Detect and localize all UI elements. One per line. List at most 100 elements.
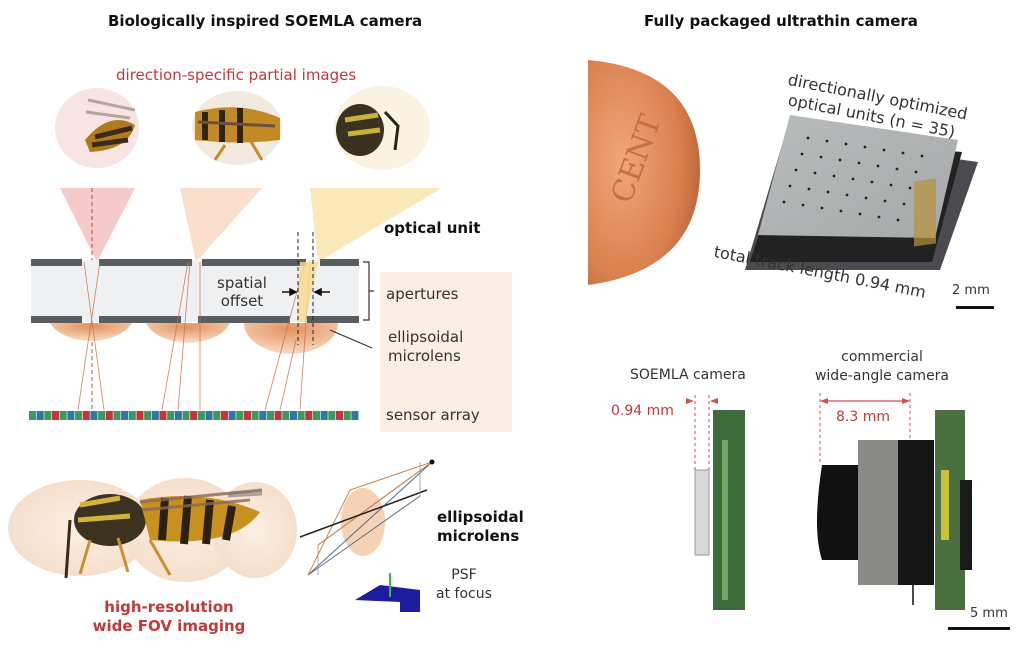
sensor-pixel [259,411,267,420]
partial-image-2 [192,91,282,165]
soemla-thickness: 0.94 mm [611,403,674,419]
partial-images-label: direction-specific partial images [116,66,357,84]
optical-unit-dot [895,167,899,171]
optical-unit-dot [806,136,810,140]
optical-unit-label: optical unit [384,219,481,237]
sensor-pixel [136,411,144,420]
optical-unit-dot [876,164,880,168]
optical-unit-dot [838,158,842,162]
optical-unit-dot [908,186,912,190]
ray-lines [77,261,311,411]
optical-unit-dot [813,171,817,175]
sensor-pixel [351,411,359,420]
sensor-pixel [328,411,336,420]
soemla-dim-arrows [686,398,718,404]
optical-unit-dot [826,190,830,194]
optical-unit-dots [782,136,924,222]
optical-unit-dot [889,183,893,187]
sensor-pixel [82,411,90,420]
optical-unit-bracket [363,261,374,321]
soemla-side-photo [694,410,745,610]
sensor-pixel [213,411,221,420]
sensor-pixel [251,411,259,420]
optical-unit-dot [864,196,868,200]
psf-plot [355,573,420,612]
optical-unit-dot [788,184,792,188]
psf-label-1: PSF [451,567,477,583]
optical-unit-dot [896,218,900,222]
sensor-pixel [159,411,167,420]
sensor-pixel [236,411,244,420]
sensor-pixel [274,411,282,420]
sensor-pixel [174,411,182,420]
optical-unit-dot [807,187,811,191]
sensor-pixel [190,411,198,420]
optical-unit-dot [857,161,861,165]
commercial-thickness: 8.3 mm [836,409,890,425]
sensor-pixel [105,411,113,420]
microlens-label-2: microlens [388,347,461,365]
optical-unit-dot [858,212,862,216]
result-label-1: high-resolution [104,598,234,616]
soemla-dim-lines [694,395,710,470]
commercial-label-1: commercial [841,349,923,365]
partial-image-1 [55,88,139,168]
commercial-dim-arrow [820,398,910,404]
commercial-side-photo [817,410,972,610]
sensor-pixel [320,411,328,420]
sensor-pixel [44,411,52,420]
sensor-pixel [128,411,136,420]
sensor-pixel [289,411,298,420]
composite-wasp-image [8,478,297,582]
top-aperture-layer [31,259,359,266]
soemla-camera-label: SOEMLA camera [630,367,746,383]
sensor-pixel [243,411,251,420]
scale-bar-top [956,306,994,309]
label-panel [380,272,512,432]
optical-unit-dot [870,180,874,184]
commercial-dim-lines [819,393,911,465]
penny-coin: CENT [588,60,700,285]
sensor-pixel [52,411,60,420]
sensor-pixel [36,411,44,420]
sensor-pixel [59,411,67,420]
optical-unit-dot [800,152,804,156]
sensor-pixel [335,411,344,420]
sensor-array [29,411,359,420]
partial-image-3 [334,86,430,170]
optical-unit-dot [920,154,924,158]
sensor-pixel [167,411,175,420]
inset-microlens-label-2: microlens [437,527,520,545]
bottom-aperture-layer [31,316,359,323]
sensor-pixel [29,411,37,420]
sensor-pixel [205,411,213,420]
offset-arrows [282,287,330,297]
optical-unit-dot [914,170,918,174]
camera-chip [745,115,978,270]
sensor-pixel [220,411,228,420]
sensor-pixel [182,411,190,420]
optical-unit-dot [863,145,867,149]
microlens-2 [146,323,230,343]
optical-unit-dot [801,203,805,207]
microlens-leader [329,329,373,349]
inset-microlens-label-1: ellipsoidal [437,508,524,526]
optical-unit-dot [883,199,887,203]
sensor-pixel [90,411,98,420]
sensor-pixel [343,411,351,420]
sensor-pixel [75,411,83,420]
inset-microlens-schematic [299,459,435,576]
optical-unit-dot [877,215,881,219]
light-cone-3 [310,188,442,262]
microlens-3 [244,323,338,354]
right-panel-title: Fully packaged ultrathin camera [644,12,918,30]
optical-unit-dot [902,202,906,206]
result-label-2: wide FOV imaging [92,617,246,635]
optical-unit-dot [851,177,855,181]
sensor-pixel [67,411,75,420]
sensor-pixel [297,411,305,420]
spatial-offset-label-2: offset [220,292,264,310]
sensor-pixel [121,411,129,420]
